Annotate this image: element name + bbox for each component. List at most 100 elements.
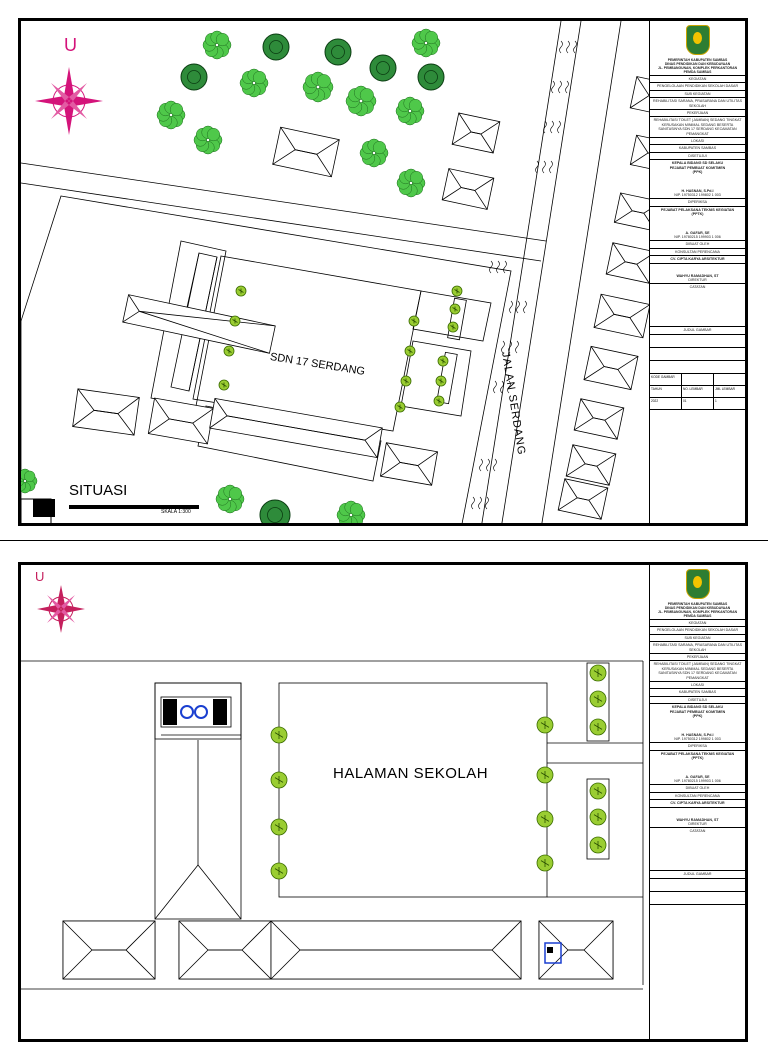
yard-tree-icon <box>218 379 230 391</box>
yard-tree-icon <box>270 726 288 744</box>
building-roof <box>379 442 439 486</box>
yard-tree-icon <box>589 718 607 736</box>
road-marking <box>549 160 553 174</box>
road-marking <box>501 340 505 354</box>
tree-icon <box>369 54 397 82</box>
yard-tree-icon <box>394 401 406 413</box>
yard-tree-icon <box>536 854 554 872</box>
sheet-situasi: U SDN 17 SERDANG JALAN SERDANG SITUASI S… <box>18 18 748 526</box>
building-roof <box>209 398 383 458</box>
yard-tree-icon <box>229 315 241 327</box>
tree-icon <box>215 484 245 514</box>
road-marking <box>508 340 512 354</box>
road-marking <box>573 40 577 54</box>
drawing-title: SITUASI <box>69 482 128 499</box>
drawing-frame: U HALAMAN SEKOLAH PEMERINTAH KABUPATEN S… <box>18 562 748 1042</box>
tree-icon <box>396 168 426 198</box>
road-marking <box>471 496 475 510</box>
building-roof <box>147 397 215 445</box>
yard-tree-icon <box>447 321 459 333</box>
north-label: U <box>64 35 77 55</box>
road-marking <box>550 120 554 134</box>
tree-icon <box>359 138 389 168</box>
road-marking <box>485 496 489 510</box>
yard-tree-icon <box>408 315 420 327</box>
yard-tree-icon <box>400 375 412 387</box>
yard-tree-icon <box>451 285 463 297</box>
building-roof <box>593 293 651 339</box>
building-roof <box>565 444 617 486</box>
road-marking <box>479 458 483 472</box>
drawing-scale: SKALA 1:300 <box>161 509 191 515</box>
road-marking <box>565 80 569 94</box>
tree-icon <box>193 125 223 155</box>
yard-tree-icon <box>435 375 447 387</box>
yard-tree-icon <box>589 690 607 708</box>
yard-tree-icon <box>536 766 554 784</box>
road-marking <box>507 380 511 394</box>
sheet-separator <box>0 540 768 545</box>
yard-tree-icon <box>270 862 288 880</box>
yard-label: HALAMAN SEKOLAH <box>333 765 489 782</box>
road-marking <box>509 300 513 314</box>
yard-tree-icon <box>404 345 416 357</box>
tree-icon <box>202 30 232 60</box>
building-roof <box>72 388 140 436</box>
tree-icon <box>302 71 334 103</box>
regency-logo-icon <box>685 569 710 599</box>
building-roof <box>441 168 495 210</box>
tree-icon <box>336 500 366 523</box>
road-marking <box>489 260 493 274</box>
tree-icon <box>262 33 290 61</box>
north-arrow-icon <box>37 585 85 633</box>
tree-icon <box>411 28 441 58</box>
building-roof <box>605 242 657 284</box>
yard-tree-icon <box>536 716 554 734</box>
road-marking <box>542 160 546 174</box>
road-marking <box>515 340 519 354</box>
road-marking <box>478 496 482 510</box>
sheet-halaman: U HALAMAN SEKOLAH PEMERINTAH KABUPATEN S… <box>0 544 768 1042</box>
tree-icon <box>395 96 425 126</box>
north-label: U <box>35 569 45 584</box>
tree-icon <box>21 468 38 494</box>
road-marking <box>523 300 527 314</box>
yard-tree-icon <box>449 303 461 315</box>
tree-icon <box>417 63 445 91</box>
road-marking <box>503 260 507 274</box>
road-marking <box>493 380 497 394</box>
road-marking <box>535 160 539 174</box>
yard-tree-icon <box>270 818 288 836</box>
tree-icon <box>345 85 377 117</box>
yard-tree-icon <box>223 345 235 357</box>
building-roof <box>583 345 639 391</box>
yard-tree-icon <box>589 808 607 826</box>
road-marking <box>566 40 570 54</box>
building-roof <box>178 920 272 980</box>
tree-icon <box>324 38 352 66</box>
road-marking <box>500 380 504 394</box>
road-marking <box>496 260 500 274</box>
site-plan-drawing <box>21 21 683 523</box>
yard-tree-icon <box>437 355 449 367</box>
road-marking <box>551 80 555 94</box>
yard-tree-icon <box>433 395 445 407</box>
building-roof <box>272 126 340 178</box>
road-marking <box>559 40 563 54</box>
building-roof <box>451 112 501 154</box>
building-roof <box>573 398 625 440</box>
road-marking <box>543 120 547 134</box>
road-marking <box>486 458 490 472</box>
regency-logo-icon <box>685 25 710 55</box>
drawing-frame: U SDN 17 SERDANG JALAN SERDANG SITUASI S… <box>18 18 748 526</box>
yard-tree-icon <box>270 771 288 789</box>
building-roof <box>557 478 609 520</box>
north-arrow-icon <box>35 67 103 135</box>
building-roof <box>270 920 522 980</box>
tree-icon <box>156 100 186 130</box>
road-marking <box>493 458 497 472</box>
building-roof <box>62 920 156 980</box>
yard-tree-icon <box>589 782 607 800</box>
